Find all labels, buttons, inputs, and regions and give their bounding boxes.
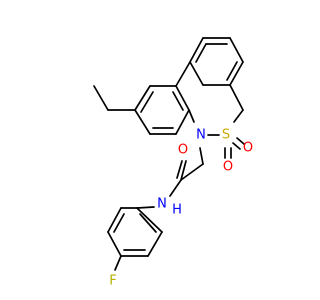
bond [229,84,244,111]
molecule-structure-diagram: N S O O O N H F [93,37,253,289]
oxygen-carbonyl-label: O [178,143,188,158]
molecule-svg: N S O O O N H F [93,37,253,289]
bonds [93,37,245,271]
bond [114,255,122,271]
bond [232,142,241,150]
oxygen-sulfonyl-2-label: O [223,160,233,175]
atom-labels: N S O O O N H F [109,128,253,289]
bond [229,61,244,86]
bond [226,61,238,81]
bond [134,85,151,111]
bond [107,231,122,257]
bond [176,160,183,179]
bond [134,109,151,135]
bond [113,213,125,233]
bond [175,109,190,135]
bond [189,37,204,63]
bond [199,147,204,165]
bond [140,91,154,113]
bond [139,213,157,233]
bond [93,85,109,111]
bond [107,207,122,233]
bond [147,231,163,257]
oxygen-sulfonyl-1-label: O [243,141,253,156]
bond [136,207,163,233]
nitrogen-ring-label: N [196,128,206,143]
hydrogen-amide-label: H [172,203,182,218]
bond [229,37,244,63]
bond [195,43,207,63]
bond [233,109,244,123]
bond [136,206,155,209]
bond [180,160,187,181]
fluorine-label: F [109,274,116,289]
nitrogen-amide-label: N [157,197,167,212]
bond [169,179,182,197]
bond [188,109,195,123]
bond [236,137,245,145]
bond [175,85,190,111]
bond [175,61,191,87]
sulfur-label: S [222,128,230,143]
bond [180,163,204,181]
bond [172,91,184,111]
bond [189,61,204,86]
